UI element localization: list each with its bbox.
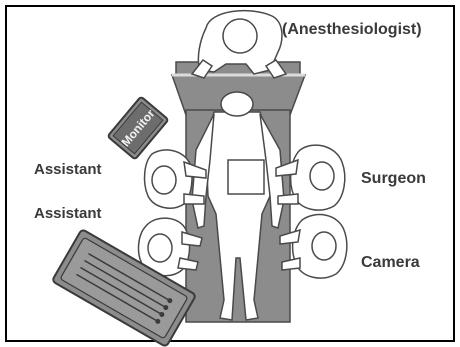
- surgeon-label: Surgeon: [361, 171, 426, 187]
- camera-label: Camera: [361, 255, 420, 271]
- assistant-label-upper: Assistant: [34, 162, 102, 177]
- assistant-label-lower: Assistant: [34, 206, 102, 221]
- operating-field: [228, 160, 264, 194]
- anesthesiologist-label: (Anesthesiologist): [282, 22, 422, 38]
